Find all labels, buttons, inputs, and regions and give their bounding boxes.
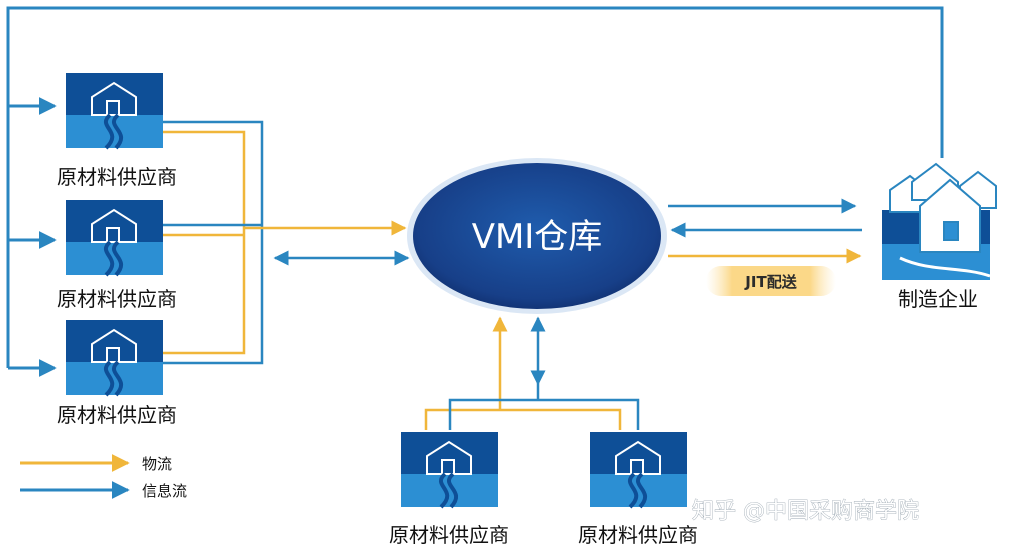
supplier-5: [590, 432, 687, 509]
road-icon: [627, 472, 648, 509]
legend: 物流 信息流: [20, 454, 187, 500]
right-connectors: [668, 198, 862, 264]
watermark: 知乎 @中国采购商学院: [692, 499, 919, 524]
supplier-3: [66, 320, 163, 397]
road-icon: [103, 240, 124, 277]
road-icon: [103, 360, 124, 397]
supplier-2: [66, 200, 163, 277]
vmi-warehouse-node: VMI仓库: [407, 158, 667, 314]
supplier-4: [401, 432, 498, 509]
jit-band: JIT配送: [706, 266, 836, 296]
bottom-connectors: [424, 316, 640, 430]
manufacturer-node: 制造企业: [882, 162, 997, 311]
supplier-1: [66, 73, 163, 150]
manufacturer-label: 制造企业: [898, 287, 978, 311]
road-icon: [899, 256, 991, 278]
supplier-2-label: 原材料供应商: [57, 287, 177, 311]
factory-icon: [889, 162, 997, 253]
vmi-warehouse-label: VMI仓库: [472, 217, 603, 257]
left-connectors: [163, 120, 410, 365]
feedback-loop: [6, 6, 944, 377]
road-icon: [438, 472, 459, 509]
supplier-1-label: 原材料供应商: [57, 165, 177, 189]
supplier-5-label: 原材料供应商: [578, 523, 698, 547]
jit-label: JIT配送: [744, 273, 797, 291]
supplier-4-label: 原材料供应商: [389, 523, 509, 547]
road-icon: [103, 113, 124, 150]
supplier-3-label: 原材料供应商: [57, 403, 177, 427]
legend-material-label: 物流: [142, 455, 172, 473]
legend-info-label: 信息流: [142, 482, 187, 500]
